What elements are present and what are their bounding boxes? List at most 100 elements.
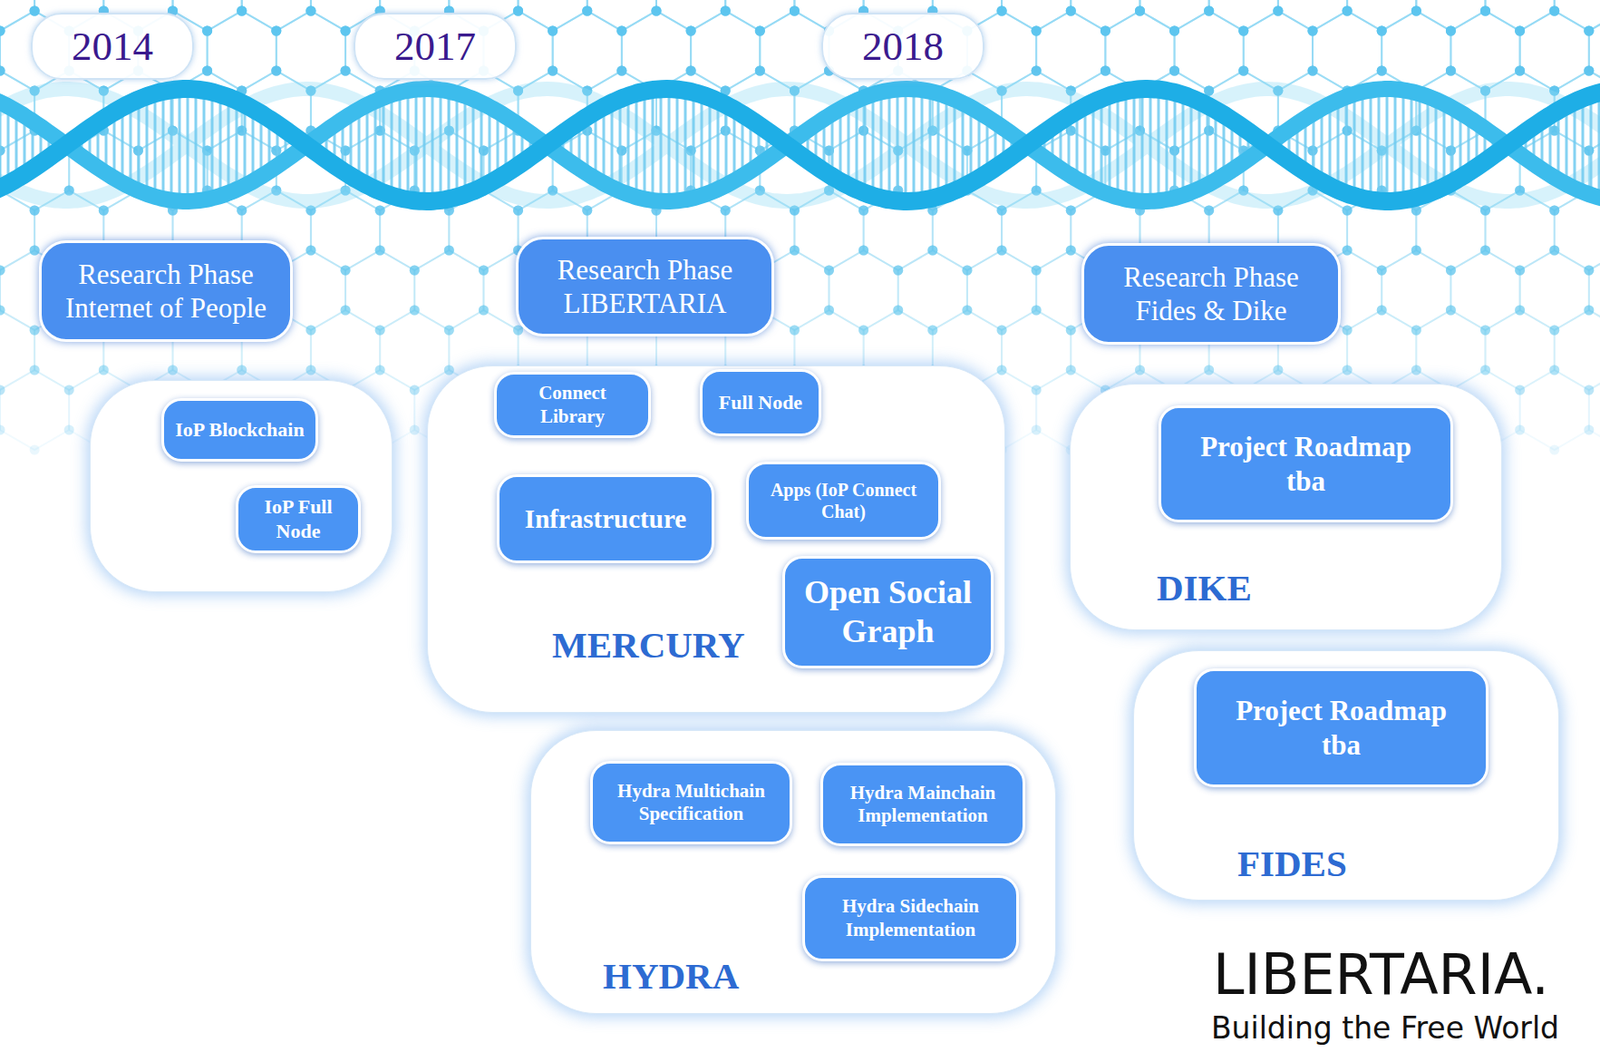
network-dot xyxy=(340,265,351,276)
network-dot xyxy=(0,385,6,396)
dna-rung xyxy=(937,93,941,197)
network-dot xyxy=(1342,325,1353,336)
network-dot xyxy=(1480,365,1491,376)
network-dot xyxy=(997,325,1008,336)
network-dot xyxy=(581,6,592,17)
network-dot xyxy=(409,265,420,276)
network-dot xyxy=(1272,365,1283,376)
dna-strand xyxy=(0,88,1600,202)
project-container: IoP BlockchainIoP Full Node xyxy=(89,379,393,592)
network-dot xyxy=(1134,365,1145,376)
dna-rung xyxy=(1092,102,1096,188)
feature-pill: Hydra Mainchain Implementation xyxy=(820,762,1026,846)
network-dot xyxy=(1031,26,1042,37)
network-dot xyxy=(1445,145,1456,156)
network-dot xyxy=(1549,245,1560,256)
network-dot xyxy=(650,6,661,17)
network-dot xyxy=(1238,26,1249,37)
network-dot xyxy=(29,205,40,216)
network-dot xyxy=(305,325,316,336)
network-dot xyxy=(444,245,455,256)
network-dot xyxy=(513,6,524,17)
network-dot xyxy=(1583,385,1594,396)
network-dot xyxy=(720,205,731,216)
network-dot xyxy=(1203,205,1214,216)
network-dot xyxy=(1583,26,1594,37)
hex-cell xyxy=(1001,310,1071,390)
network-dot xyxy=(686,66,697,77)
hex-cell xyxy=(759,10,829,91)
network-dot xyxy=(444,245,455,256)
network-dot xyxy=(755,26,766,37)
network-dot xyxy=(1272,6,1283,17)
dna-rung xyxy=(7,106,10,184)
network-dot xyxy=(29,245,40,256)
brand-tagline: Building the Free World xyxy=(1211,1012,1560,1043)
network-dot xyxy=(236,205,247,216)
hex-cell xyxy=(1105,10,1174,91)
network-dot xyxy=(686,66,697,77)
network-dot xyxy=(271,26,282,37)
network-dot xyxy=(1307,66,1318,77)
network-dot xyxy=(1100,26,1111,37)
box-label: Research Phase LIBERTARIA xyxy=(531,252,759,320)
network-dot xyxy=(1583,26,1594,37)
network-dot xyxy=(927,325,938,336)
hex-cell xyxy=(1589,10,1600,91)
hex-cell xyxy=(1589,369,1600,450)
network-dot xyxy=(167,365,178,376)
dna-rung xyxy=(154,93,157,197)
network-dot xyxy=(1203,6,1214,17)
network-dot xyxy=(858,245,869,256)
network-dot xyxy=(997,325,1008,336)
network-dot xyxy=(1514,385,1525,396)
network-dot xyxy=(1445,305,1456,316)
network-dot xyxy=(236,6,247,17)
network-dot xyxy=(1238,66,1249,77)
network-dot xyxy=(444,325,455,336)
network-dot xyxy=(1549,6,1560,17)
network-dot xyxy=(305,365,316,376)
network-dot xyxy=(1203,205,1214,216)
network-dot xyxy=(1307,26,1318,37)
dna-rung xyxy=(1435,99,1438,191)
network-dot xyxy=(1445,265,1456,276)
network-dot xyxy=(1514,66,1525,77)
network-dot xyxy=(1342,205,1353,216)
dna-rung xyxy=(472,98,476,192)
network-dot xyxy=(1272,365,1283,376)
network-dot xyxy=(581,6,592,17)
network-dot xyxy=(1066,325,1077,336)
dna-rung xyxy=(1418,93,1422,196)
hex-cell xyxy=(1450,10,1520,91)
network-dot xyxy=(1549,365,1560,376)
network-dot xyxy=(858,245,869,256)
network-dot xyxy=(98,365,109,376)
network-dot xyxy=(1342,205,1353,216)
network-dot xyxy=(375,245,386,256)
network-dot xyxy=(755,26,766,37)
network-dot xyxy=(789,325,800,336)
container-heading: FIDES xyxy=(1237,844,1348,883)
network-dot xyxy=(1203,86,1214,97)
network-dot xyxy=(616,26,627,37)
dna-rung xyxy=(708,97,712,194)
network-dot xyxy=(340,26,351,37)
network-dot xyxy=(340,305,351,316)
dna-rung xyxy=(692,92,696,198)
feature-pill: Project Roadmap tba xyxy=(1193,668,1489,787)
network-dot xyxy=(1514,26,1525,37)
network-dot xyxy=(1514,66,1525,77)
hex-cell xyxy=(621,10,691,91)
box-label: Infrastructure xyxy=(524,503,687,535)
dna-rung xyxy=(880,92,883,199)
network-dot xyxy=(1583,26,1594,37)
network-dot xyxy=(444,365,455,376)
hex-cell xyxy=(898,250,968,330)
network-dot xyxy=(0,26,6,37)
dna-rung xyxy=(953,99,957,192)
network-dot xyxy=(1583,265,1594,276)
network-dot xyxy=(1376,305,1387,316)
network-dot xyxy=(1445,66,1456,77)
